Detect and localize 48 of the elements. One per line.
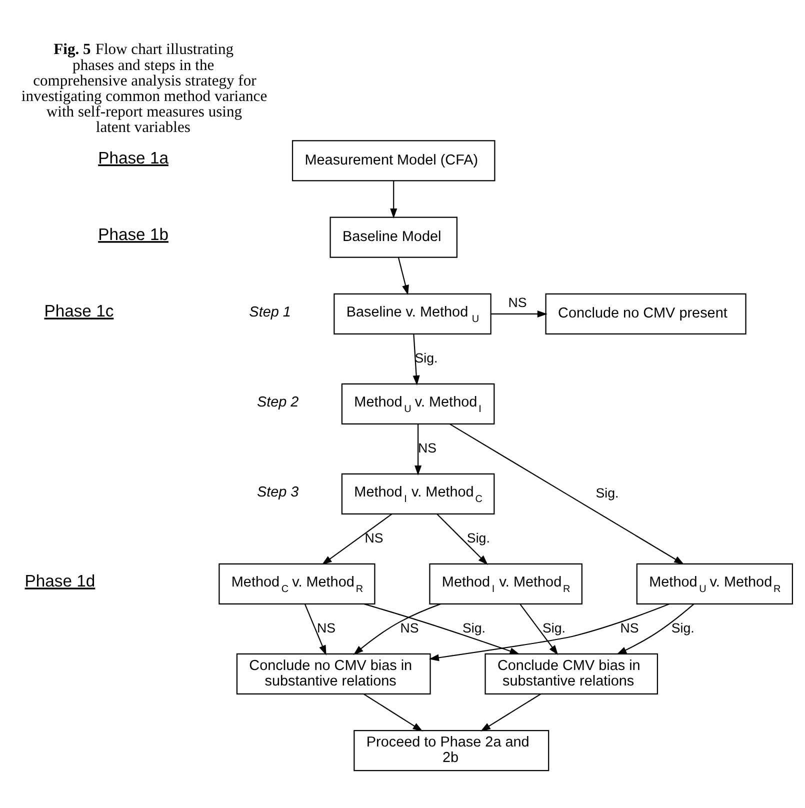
arrow: [436, 513, 488, 564]
arrow: [353, 602, 441, 654]
edge-label: NS: [364, 530, 384, 545]
edge-label: Sig.: [462, 620, 486, 635]
arrow: [398, 256, 409, 295]
node-box: Method$_{I}$ v. Method$_{C}$: [341, 472, 495, 514]
node-box: Baseline Model: [330, 216, 458, 258]
node-label: Step 1: [249, 304, 291, 320]
edge-label: NS: [418, 440, 437, 455]
edge-label: Sig.: [542, 620, 566, 635]
edge-label: NS: [316, 620, 336, 635]
edge-label: Sig.: [466, 530, 490, 545]
node-box: Proceed to Phase 2a and 2b: [354, 730, 550, 771]
node-box: Measurement Model (CFA): [292, 140, 496, 181]
node-box: Baseline v. Method$_{U}$: [334, 292, 492, 334]
node-label: Step 3: [256, 484, 299, 500]
arrow: [304, 603, 326, 655]
arrow: [414, 424, 422, 475]
edge-label: Sig.: [414, 350, 438, 365]
node-box: Conclude no CMV bias in substantive relations: [236, 652, 431, 694]
arrow: [520, 603, 558, 655]
label: Phase 1b: [98, 224, 168, 244]
edge-label: NS: [400, 620, 419, 635]
arrow: [480, 693, 542, 731]
node-box: Conclude no CMV present: [545, 292, 746, 334]
arrow: [490, 310, 548, 317]
arrow: [412, 334, 420, 385]
caption: Fig. 5 Flow chart illustrating phases and steps in the comprehensive analysis strategy for investigating common method variance with self-report measures using latent variables: [21, 40, 268, 136]
arrow: [450, 423, 684, 564]
edge-label: Sig.: [596, 484, 619, 500]
arrow: [390, 180, 398, 218]
node-box: Method$_{I}$ v. Method$_{R}$: [429, 562, 582, 604]
edge-label: NS: [620, 620, 639, 635]
arrow: [616, 603, 694, 654]
edge-label: NS: [508, 294, 527, 310]
node-box: Conclude CMV bias in substantive relations: [484, 652, 658, 694]
node-box: Method$_{C}$ v. Method$_{R}$: [218, 562, 376, 604]
label: Phase 1c: [44, 301, 114, 320]
arrow: [363, 693, 423, 731]
arrow: [364, 602, 520, 654]
node-box: Method$_{U}$ v. Method$_{I}$: [341, 382, 495, 424]
node-label: Step 2: [256, 394, 299, 410]
arrow: [322, 513, 392, 564]
arrow: [428, 603, 670, 661]
edge-label: Sig.: [671, 620, 694, 635]
label: Phase 1d: [24, 571, 96, 590]
label: Phase 1a: [98, 148, 168, 167]
node-box: Method$_{U}$ v. Method$_{R}$: [636, 562, 793, 604]
